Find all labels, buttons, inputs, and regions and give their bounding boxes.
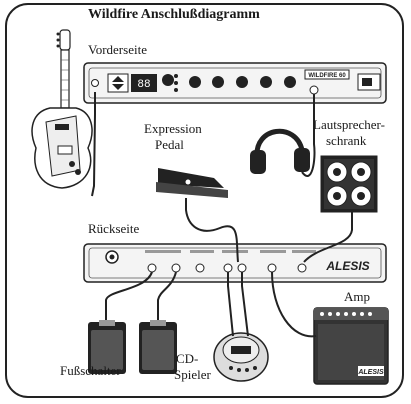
cd-player-label-line2: Spieler (174, 367, 211, 382)
expression-pedal-label-line2: Pedal (155, 137, 184, 152)
cd-player-icon (213, 332, 269, 382)
footswitch-label: Fußschalter (60, 363, 121, 378)
guitar-cable (91, 92, 96, 197)
speaker-cabinet-label-line2: schrank (326, 133, 367, 148)
front-logo: WILDFIRE 60 (308, 73, 346, 79)
front-panel-label: Vorderseite (88, 42, 147, 57)
front-display: 88 (137, 79, 150, 91)
headphone-cable (301, 94, 316, 177)
cables (91, 92, 353, 338)
cd-player-label: CD- (176, 351, 199, 366)
footswitch-cable-1 (105, 271, 153, 320)
footswitch-icon (88, 320, 177, 374)
speaker-cable (303, 212, 353, 263)
footswitch-cable-2 (157, 271, 177, 320)
cd-cable-1 (227, 272, 234, 337)
cd-cable-2 (241, 272, 249, 337)
guitar-icon (31, 29, 93, 189)
expression-pedal-icon (156, 168, 228, 198)
speaker-cabinet-icon (320, 155, 378, 213)
amp-label: Amp (344, 289, 370, 304)
amp-cable (271, 271, 317, 338)
rear-panel-label: Rückseite (88, 221, 140, 236)
speaker-cabinet-label: Lautsprecher- (313, 117, 385, 132)
front-panel: 88 WILDFIRE 60 (83, 62, 387, 104)
diagram-title: Wildfire Anschlußdiagramm (88, 7, 260, 22)
rear-panel: ALESIS (83, 243, 387, 283)
pedal-cable (185, 198, 239, 263)
amp-logo: ALESIS (357, 369, 384, 376)
rear-logo: ALESIS (325, 259, 369, 273)
amp-icon: ALESIS (313, 307, 389, 385)
headphones-icon (250, 128, 310, 174)
expression-pedal-label: Expression (144, 121, 202, 136)
